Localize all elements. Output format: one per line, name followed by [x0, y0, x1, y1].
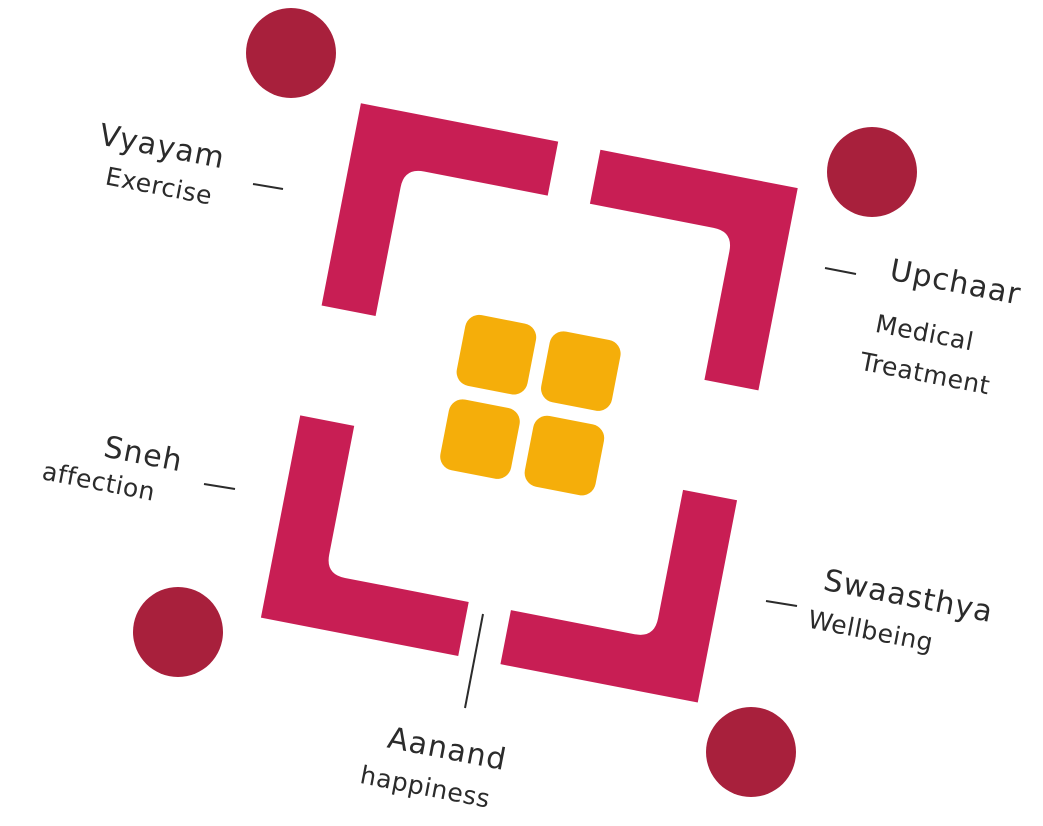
- center-grid-icon: [440, 314, 621, 496]
- dot-bottom-left: [133, 587, 223, 677]
- label-aanand: Aanand happiness: [358, 721, 510, 814]
- label-sneh: Sneh affection: [40, 430, 186, 507]
- grid-square-top-left: [456, 314, 537, 395]
- grid-square-top-right: [541, 331, 621, 411]
- dot-top-left: [246, 8, 336, 98]
- bracket-top-right: [589, 149, 798, 391]
- grid-square-bottom-right: [524, 415, 605, 496]
- leader-upchaar: [824, 267, 857, 275]
- label-upchaar-subtitle-line1: Medical: [873, 309, 976, 356]
- bracket-top-left: [321, 103, 559, 316]
- label-upchaar: Upchaar Medical Treatment: [857, 253, 1024, 401]
- dot-bottom-right: [706, 707, 796, 797]
- label-swaasthya: Swaasthya Wellbeing: [806, 563, 997, 657]
- leader-swaasthya: [765, 600, 798, 607]
- diagram-core: [260, 103, 798, 703]
- grid-square-bottom-left: [440, 399, 520, 479]
- leader-sneh: [203, 483, 236, 490]
- leader-aanand: [464, 613, 484, 709]
- label-vyayam: Vyayam Exercise: [96, 118, 228, 211]
- dot-top-right: [827, 127, 917, 217]
- label-upchaar-title: Upchaar: [887, 253, 1024, 313]
- label-upchaar-subtitle-line2: Treatment: [857, 347, 993, 401]
- bracket-bottom-left: [260, 415, 469, 656]
- leader-vyayam: [252, 183, 284, 190]
- bracket-bottom-right: [500, 489, 738, 703]
